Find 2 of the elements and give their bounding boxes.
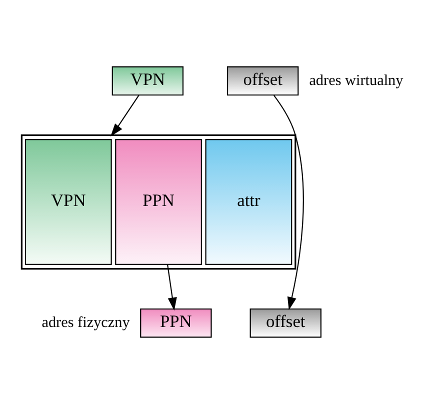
label: adres wirtualny bbox=[309, 72, 404, 89]
label: adres fizyczny bbox=[42, 314, 130, 332]
